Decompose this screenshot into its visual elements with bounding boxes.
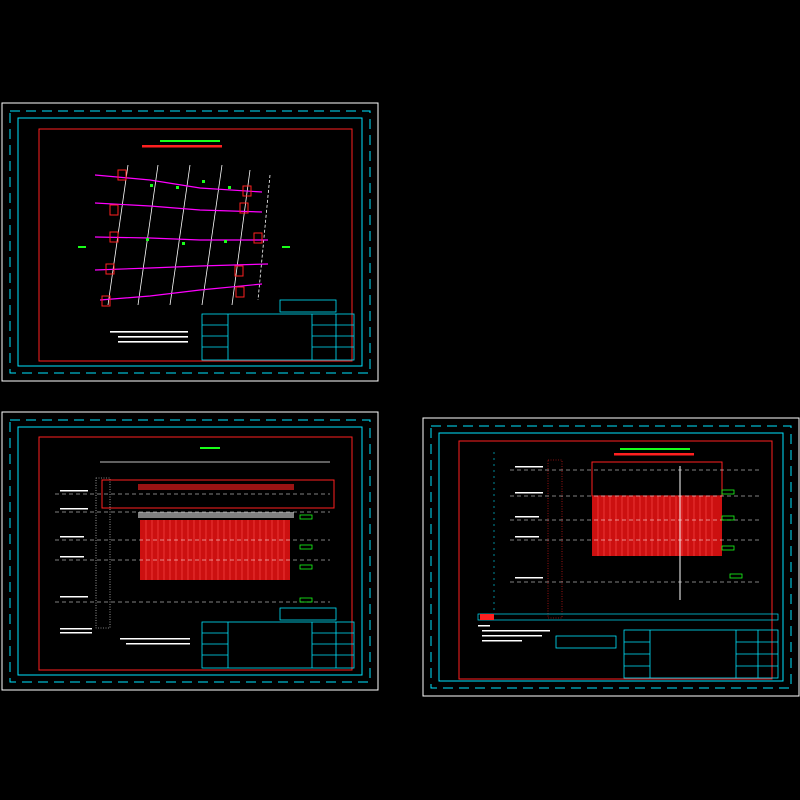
section-b-title bbox=[620, 448, 690, 450]
sheet-section-b-inner-frame bbox=[438, 432, 784, 682]
soil-hatch bbox=[547, 459, 563, 619]
marker bbox=[146, 238, 149, 241]
section-b-notes bbox=[478, 625, 550, 642]
grid-line bbox=[201, 164, 223, 306]
pile-cap bbox=[235, 286, 245, 298]
pile-cap bbox=[109, 231, 119, 243]
sheet-section-b-dashed-frame bbox=[430, 425, 792, 689]
plan-axis-labels bbox=[78, 246, 290, 248]
pile-cap bbox=[253, 232, 263, 244]
marker bbox=[224, 240, 227, 243]
plan-pile-caps bbox=[101, 169, 263, 307]
grid-line bbox=[169, 164, 191, 306]
pile-stripes bbox=[145, 520, 285, 580]
grid-line bbox=[137, 164, 159, 306]
section-a-title-block bbox=[201, 607, 355, 669]
top-beam bbox=[101, 479, 335, 509]
revision-box bbox=[279, 299, 337, 313]
section-b-subtitle-bar bbox=[614, 453, 694, 456]
pile-cap bbox=[242, 185, 252, 197]
sheet-plan-dashed-frame bbox=[9, 110, 371, 374]
marker bbox=[202, 180, 205, 183]
axis-label bbox=[282, 246, 290, 248]
marker bbox=[176, 186, 179, 189]
sheet-plan-red-border bbox=[38, 128, 353, 362]
level-lines bbox=[55, 493, 330, 603]
axis-line bbox=[94, 174, 263, 193]
axis-strip bbox=[477, 613, 779, 621]
pile-cap bbox=[105, 263, 115, 275]
axis-line bbox=[94, 263, 269, 271]
pile-cap bbox=[101, 295, 111, 307]
sheet-section-b-outer-frame bbox=[422, 417, 800, 697]
sheet-section-a-red-border bbox=[38, 436, 353, 671]
pile-cap bbox=[239, 202, 249, 214]
axis-label bbox=[78, 246, 86, 248]
plan-pile-grid bbox=[107, 164, 271, 306]
pile-cap bbox=[109, 204, 119, 216]
pile-array bbox=[140, 520, 290, 580]
title-block-frame bbox=[201, 313, 355, 361]
section-a-notes bbox=[60, 628, 190, 645]
marker bbox=[182, 242, 185, 245]
soil-hatch bbox=[95, 477, 111, 629]
grid-line bbox=[231, 169, 251, 306]
level-labels bbox=[515, 466, 543, 579]
sheet-plan-outer-frame bbox=[1, 102, 379, 382]
revision-box bbox=[555, 635, 617, 649]
sheet-plan-inner-frame bbox=[17, 117, 363, 367]
sheet-section-b-red-border bbox=[458, 440, 773, 680]
pile-cap bbox=[117, 169, 127, 181]
note-line bbox=[110, 331, 188, 333]
plan-notes bbox=[110, 331, 188, 343]
axis-line bbox=[94, 202, 263, 213]
pile-array bbox=[592, 496, 722, 556]
sheet-section-a bbox=[1, 411, 379, 691]
axis-strip-start bbox=[480, 614, 494, 620]
note-line bbox=[118, 336, 188, 338]
grid-line bbox=[257, 174, 271, 301]
plan-green-markers bbox=[146, 180, 231, 245]
sheet-plan bbox=[1, 102, 379, 382]
section-a-piles bbox=[140, 520, 290, 580]
beam-hatch bbox=[138, 484, 294, 490]
axis-line bbox=[99, 283, 263, 301]
plan-subtitle-bar bbox=[142, 145, 222, 148]
plan-title-text bbox=[160, 140, 220, 142]
section-a-title bbox=[200, 447, 220, 449]
marker bbox=[150, 184, 153, 187]
title-block-frame bbox=[201, 621, 355, 669]
slab bbox=[138, 512, 294, 518]
level-labels bbox=[60, 490, 88, 598]
plan-axis-lines bbox=[94, 174, 269, 301]
level-tags bbox=[299, 514, 313, 603]
sheet-section-a-inner-frame bbox=[17, 426, 363, 676]
sheet-section-a-dashed-frame bbox=[9, 419, 371, 683]
plan-title-block bbox=[201, 299, 355, 361]
revision-box bbox=[279, 607, 337, 621]
marker bbox=[228, 186, 231, 189]
section-b-title-block bbox=[555, 629, 779, 679]
top-structure bbox=[591, 461, 723, 497]
sheet-section-a-outer-frame bbox=[1, 411, 379, 691]
level-tags bbox=[721, 489, 743, 579]
sheet-section-b bbox=[422, 417, 800, 697]
pile-cap bbox=[234, 265, 244, 277]
note-line bbox=[118, 341, 188, 343]
axis-line bbox=[94, 236, 268, 241]
pile-stripes bbox=[597, 496, 713, 556]
